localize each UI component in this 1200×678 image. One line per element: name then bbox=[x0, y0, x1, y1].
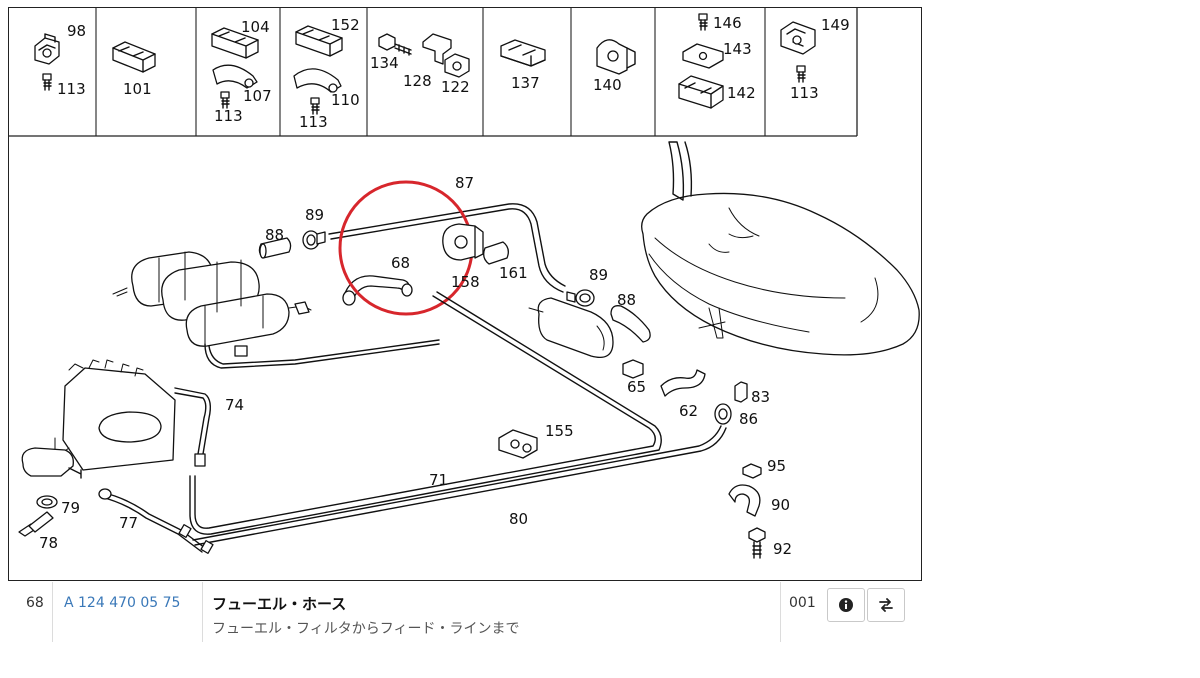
callout-78: 78 bbox=[39, 534, 58, 552]
clamp-90-drawing bbox=[728, 484, 761, 517]
banjo-bolt-78-drawing bbox=[18, 511, 54, 537]
callout-113-b: 113 bbox=[214, 107, 243, 125]
callout-149: 149 bbox=[821, 16, 850, 34]
callout-104: 104 bbox=[241, 18, 270, 36]
position-number: 68 bbox=[26, 595, 44, 611]
nut-95-drawing bbox=[742, 463, 762, 479]
screw-113b-drawing bbox=[220, 91, 230, 109]
callout-86: 86 bbox=[739, 410, 758, 428]
callout-110: 110 bbox=[331, 91, 360, 109]
callout-74: 74 bbox=[225, 396, 244, 414]
part-number-link[interactable]: A 124 470 05 75 bbox=[64, 595, 181, 611]
clip-137-drawing bbox=[500, 39, 546, 67]
callout-71: 71 bbox=[429, 471, 448, 489]
part-quantity: 001 bbox=[789, 595, 816, 611]
screw-113d-drawing bbox=[796, 65, 806, 83]
fuel-tank-drawing bbox=[641, 141, 920, 356]
callout-87: 87 bbox=[455, 174, 474, 192]
parts-diagram: 98 113 101 104 107 113 152 110 113 134 1… bbox=[8, 7, 922, 581]
callout-101: 101 bbox=[123, 80, 152, 98]
callout-122: 122 bbox=[441, 78, 470, 96]
exploded-view-svg: 98 113 101 104 107 113 152 110 113 134 1… bbox=[9, 8, 920, 559]
callout-62: 62 bbox=[679, 402, 698, 420]
swap-arrows-icon bbox=[879, 598, 893, 612]
callout-158: 158 bbox=[451, 273, 480, 291]
column-divider bbox=[780, 582, 781, 642]
clamp-89-right-drawing bbox=[566, 289, 595, 307]
clip-104-drawing bbox=[211, 27, 259, 59]
bolt-92-drawing bbox=[748, 527, 766, 559]
fuel-pump-assembly-drawing bbox=[112, 251, 440, 369]
callout-68: 68 bbox=[391, 254, 410, 272]
connector-83-drawing bbox=[734, 381, 748, 403]
callout-113-c: 113 bbox=[299, 113, 328, 131]
swap-button[interactable] bbox=[867, 588, 905, 622]
callout-128: 128 bbox=[403, 72, 432, 90]
callout-95: 95 bbox=[767, 457, 786, 475]
callout-83: 83 bbox=[751, 388, 770, 406]
clip-122-drawing bbox=[444, 53, 470, 78]
fuel-accumulator-drawing bbox=[528, 297, 614, 359]
callout-161: 161 bbox=[499, 264, 528, 282]
bracket-140-drawing bbox=[596, 39, 636, 75]
callout-113-d: 113 bbox=[790, 84, 819, 102]
column-divider bbox=[202, 582, 203, 642]
hose-62-drawing bbox=[660, 369, 706, 397]
clip-152-drawing bbox=[295, 25, 343, 57]
clip-149-drawing bbox=[780, 21, 816, 55]
callout-152: 152 bbox=[331, 16, 360, 34]
part-name: フューエル・ホース bbox=[212, 595, 347, 613]
callout-107: 107 bbox=[243, 87, 272, 105]
fuel-system-drawing: 87 88 89 68 158 161 89 88 65 62 83 86 74… bbox=[18, 141, 920, 559]
callout-92: 92 bbox=[773, 540, 792, 558]
callout-89-upper: 89 bbox=[305, 206, 324, 224]
callout-155: 155 bbox=[545, 422, 574, 440]
callout-90: 90 bbox=[771, 496, 790, 514]
callout-79: 79 bbox=[61, 499, 80, 517]
clip-101-drawing bbox=[112, 41, 156, 73]
clip-107-drawing bbox=[212, 64, 258, 89]
callout-146: 146 bbox=[713, 14, 742, 32]
clamp-89-upper-drawing bbox=[302, 230, 326, 250]
bracket-158-drawing bbox=[442, 223, 484, 261]
callout-88-right: 88 bbox=[617, 291, 636, 309]
clip-110-drawing bbox=[293, 68, 342, 93]
info-circle-icon bbox=[839, 598, 853, 612]
clip-98-drawing bbox=[34, 33, 60, 65]
callout-143: 143 bbox=[723, 40, 752, 58]
bracket-128-drawing bbox=[422, 33, 452, 65]
callout-89-right: 89 bbox=[589, 266, 608, 284]
small-parts-strip: 98 113 101 104 107 113 152 110 113 134 1… bbox=[9, 8, 858, 137]
callout-98: 98 bbox=[67, 22, 86, 40]
clip-155-drawing bbox=[498, 429, 538, 459]
grommet-86-drawing bbox=[714, 403, 732, 425]
column-divider bbox=[52, 582, 53, 642]
callout-88-upper: 88 bbox=[265, 226, 284, 244]
washer-79-drawing bbox=[36, 495, 58, 509]
clip-65-drawing bbox=[622, 359, 644, 379]
callout-80: 80 bbox=[509, 510, 528, 528]
screw-113c-drawing bbox=[310, 97, 320, 115]
part-description: フューエル・フィルタからフィード・ラインまで bbox=[212, 621, 520, 637]
callout-134: 134 bbox=[370, 54, 399, 72]
hose-161-drawing bbox=[483, 241, 509, 265]
clip-143-drawing bbox=[682, 43, 724, 69]
bolt-134-drawing bbox=[378, 33, 412, 56]
info-button[interactable] bbox=[827, 588, 865, 622]
callout-77: 77 bbox=[119, 514, 138, 532]
hose-88-right-drawing bbox=[610, 305, 651, 343]
hose-88-upper-drawing bbox=[258, 237, 292, 259]
clip-142-drawing bbox=[678, 75, 724, 109]
screw-146-drawing bbox=[698, 13, 708, 31]
callout-113-a: 113 bbox=[57, 80, 86, 98]
callout-65: 65 bbox=[627, 378, 646, 396]
callout-140: 140 bbox=[593, 76, 622, 94]
screw-113-drawing bbox=[42, 73, 52, 91]
fuel-distributor-drawing bbox=[21, 359, 176, 479]
callout-142: 142 bbox=[727, 84, 756, 102]
part-list-row[interactable]: 68 A 124 470 05 75 フューエル・ホース フューエル・フィルタか… bbox=[8, 582, 922, 642]
callout-137: 137 bbox=[511, 74, 540, 92]
